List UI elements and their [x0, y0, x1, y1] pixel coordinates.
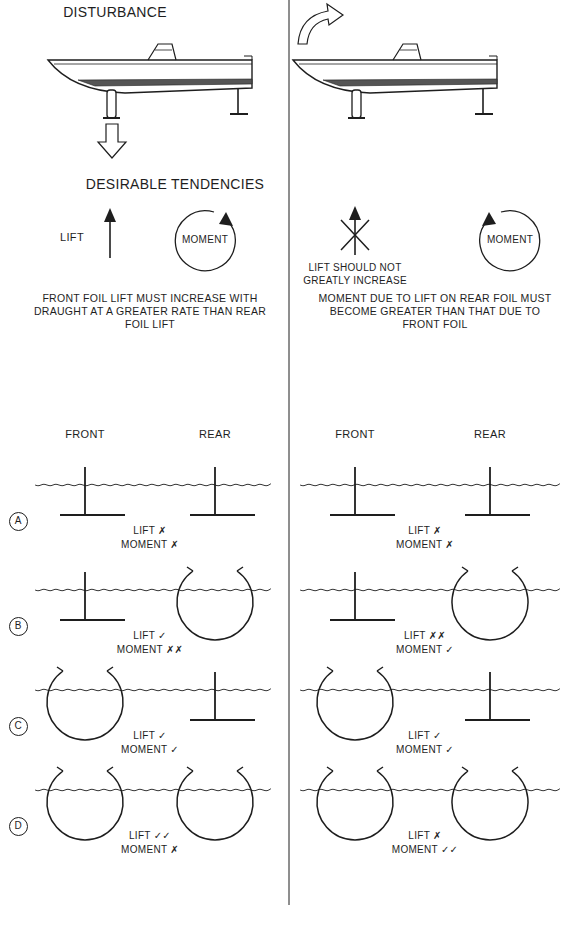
rating-label: MOMENT ✓ [121, 744, 179, 757]
note-paragraph: FRONT FOIL LIFT MUST INCREASE WITH DRAUG… [26, 292, 274, 331]
rating-label: LIFT ✗✗ [404, 630, 446, 643]
rating-label: MOMENT ✗ [121, 539, 179, 552]
water-surface [35, 689, 271, 691]
column-heading: REAR [199, 428, 231, 442]
water-surface [300, 689, 560, 691]
moment-arrow [175, 211, 235, 271]
ring-foil [177, 567, 253, 640]
moment-label: MOMENT [487, 234, 533, 247]
moment-arrow [482, 212, 496, 226]
ring-foil [47, 767, 123, 840]
moment-label: MOMENT [182, 234, 228, 247]
strut-foil [60, 572, 125, 620]
row-letter-circle: D [9, 817, 28, 836]
boat-drawing [48, 44, 252, 118]
water-surface [35, 589, 271, 591]
row-letter: A [15, 516, 22, 526]
row-letter-circle: B [9, 617, 28, 636]
cross-mark [341, 220, 369, 250]
column-heading: FRONT [65, 428, 104, 442]
disturbance-arrow [298, 4, 343, 44]
ring-foil [177, 767, 253, 840]
disturbance-arrow [98, 124, 126, 158]
water-surface [300, 789, 560, 791]
row-letter-circle: C [9, 717, 28, 736]
water-surface [300, 484, 560, 486]
water-surface [35, 789, 271, 791]
ring-foil [452, 567, 528, 640]
heading: DESIRABLE TENDENCIES [86, 176, 264, 194]
boat-drawing [293, 44, 497, 118]
lift-arrow [104, 208, 116, 222]
row-letter: C [14, 721, 21, 731]
column-heading: REAR [474, 428, 506, 442]
rating-label: MOMENT ✗✗ [117, 644, 184, 657]
rating-label: MOMENT ✓✓ [392, 844, 459, 857]
rating-label: LIFT ✓ [133, 630, 166, 643]
strut-foil [190, 467, 255, 515]
rating-label: MOMENT ✓ [396, 744, 454, 757]
moment-arrow [480, 211, 540, 271]
column-heading: FRONT [335, 428, 374, 442]
row-letter: B [15, 621, 22, 631]
strut-foil [330, 572, 395, 620]
rating-label: LIFT ✓ [408, 730, 441, 743]
rating-label: MOMENT ✗ [396, 539, 454, 552]
note-paragraph: MOMENT DUE TO LIFT ON REAR FOIL MUST BEC… [311, 292, 559, 331]
water-surface [300, 589, 560, 591]
lift-arrow [349, 206, 361, 220]
lift-arrow [109, 220, 111, 258]
row-letter: D [14, 821, 21, 831]
strut-foil [465, 672, 530, 720]
divider-line [289, 0, 290, 905]
ring-foil [317, 767, 393, 840]
rating-label: LIFT ✓✓ [129, 830, 171, 843]
heading: DISTURBANCE [63, 4, 167, 22]
ring-foil [452, 767, 528, 840]
water-surface [35, 484, 271, 486]
ring-foil [47, 667, 123, 740]
strut-foil [330, 467, 395, 515]
rating-label: LIFT ✗ [408, 830, 441, 843]
force-label: LIFT [60, 231, 84, 245]
rating-label: LIFT ✓ [133, 730, 166, 743]
foil-sketches [35, 467, 560, 840]
rating-label: MOMENT ✓ [396, 644, 454, 657]
rating-label: MOMENT ✗ [121, 844, 179, 857]
ring-foil [317, 667, 393, 740]
row-letter-circle: A [9, 512, 28, 531]
moment-arrow [219, 212, 233, 226]
rating-label: LIFT ✗ [408, 525, 441, 538]
strut-foil [190, 672, 255, 720]
rating-label: LIFT ✗ [133, 525, 166, 538]
note: LIFT SHOULD NOT GREATLY INCREASE [293, 262, 418, 287]
strut-foil [60, 467, 125, 515]
strut-foil [465, 467, 530, 515]
